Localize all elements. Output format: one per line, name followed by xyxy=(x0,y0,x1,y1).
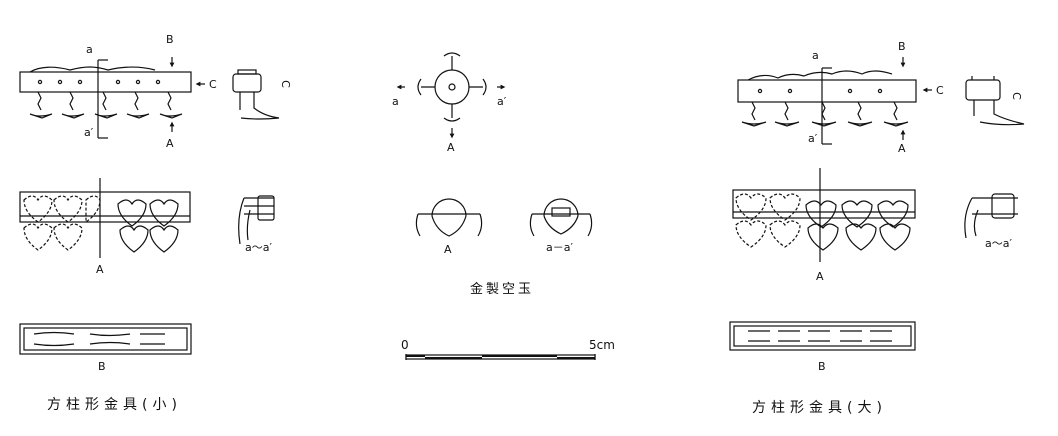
large-fitting-bottom-view xyxy=(729,321,916,351)
scale-bar xyxy=(405,354,596,360)
bead-top-view xyxy=(396,52,506,139)
bead-label-a-prime: a′ xyxy=(497,95,507,108)
small-fitting-front-view xyxy=(19,178,191,258)
large-front-label: A xyxy=(816,270,824,283)
large-fitting-side-c xyxy=(965,76,1025,126)
scale-end: 5cm xyxy=(589,338,615,352)
large-label-a-upper: A xyxy=(898,142,906,155)
large-label-b: B xyxy=(898,40,906,53)
large-fitting-section xyxy=(964,193,1018,239)
bead-section-label: a－a′ xyxy=(546,241,573,254)
small-fitting-top-view xyxy=(19,57,205,139)
small-front-label: A xyxy=(96,263,104,276)
caption-gold-bead: 金製空玉 xyxy=(470,282,535,297)
small-section-label: a～a′ xyxy=(245,241,272,254)
large-label-c: C xyxy=(936,84,944,97)
small-pendants xyxy=(29,91,183,119)
small-label-a: a xyxy=(86,43,93,56)
small-label-c-side: C xyxy=(278,80,292,88)
small-label-b: B xyxy=(166,33,174,46)
small-label-c: C xyxy=(209,78,217,91)
large-label-c-side: C xyxy=(1009,92,1023,100)
large-label-a: a xyxy=(812,49,819,62)
bead-label-a-upper: A xyxy=(447,141,455,154)
large-pendants xyxy=(741,101,909,127)
small-bottom-label: B xyxy=(98,360,106,373)
small-fitting-side-c xyxy=(232,69,280,120)
small-fitting-section xyxy=(238,195,275,245)
small-label-a-prime: a′ xyxy=(84,126,94,139)
small-fitting-bottom-view xyxy=(19,323,192,355)
bead-section xyxy=(529,198,593,237)
caption-large-fitting: 方柱形金具(大) xyxy=(752,400,887,416)
large-fitting-front-view xyxy=(732,168,916,262)
bead-label-a: a xyxy=(392,95,399,108)
small-label-a-upper: A xyxy=(166,137,174,150)
large-label-a-prime: a′ xyxy=(808,132,818,145)
scale-zero: 0 xyxy=(401,338,409,352)
large-fitting-top-view xyxy=(737,57,932,145)
bead-front-label: A xyxy=(444,243,452,256)
large-section-label: a～a′ xyxy=(985,237,1012,250)
large-bottom-label: B xyxy=(818,360,826,373)
bead-front-view xyxy=(415,198,483,237)
caption-small-fitting: 方柱形金具(小) xyxy=(47,397,182,413)
